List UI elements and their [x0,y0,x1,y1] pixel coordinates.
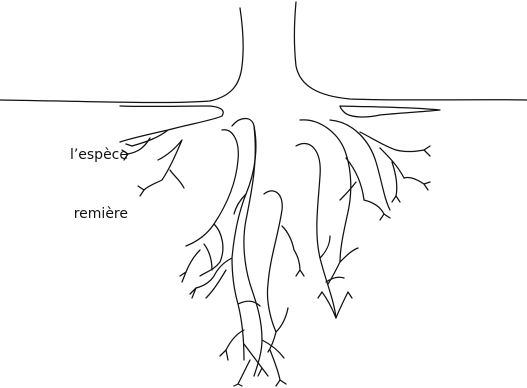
root-central-right-edge [244,126,262,376]
root-loop-e [300,120,351,262]
root-loop-d [296,144,336,318]
root-lower-7 [282,226,300,270]
trunk-left-edge [0,8,243,103]
ground-right-lower [340,106,440,117]
root-loop-a [186,130,238,246]
root-left-outer [128,130,184,190]
root-lower-1 [196,258,232,298]
root-lower-4 [268,308,288,352]
root-hairs-right [296,146,430,298]
root-loop-c [264,191,282,332]
ground-left-lower [120,106,223,142]
root-hairs-left [122,144,196,298]
trunk-right-edge [295,2,527,100]
root-right-outer-1 [360,132,424,196]
root-loop-f [330,120,390,210]
root-lower-3 [186,244,212,272]
